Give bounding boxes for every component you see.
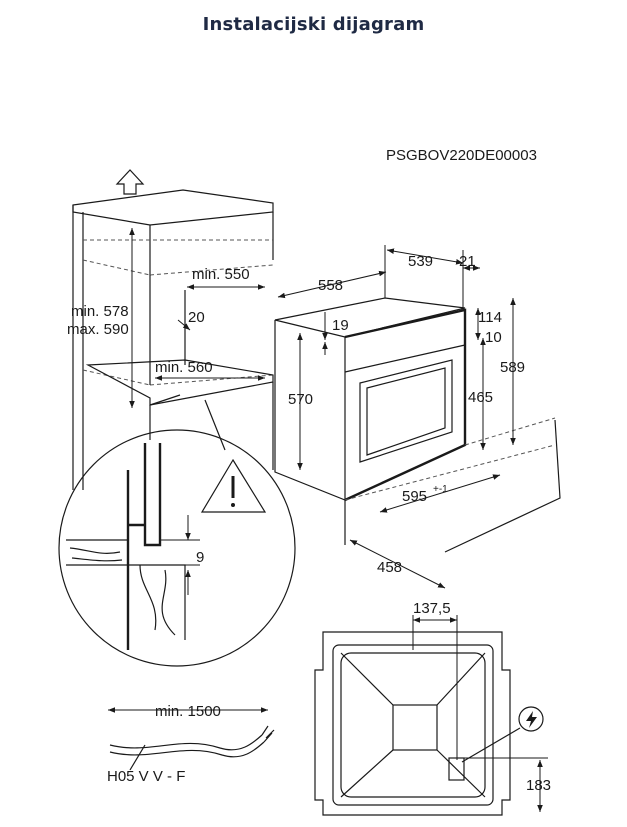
niche-height-max: max. 590	[67, 321, 129, 338]
dim-589: 589	[500, 359, 525, 376]
dim-19: 19	[332, 317, 349, 334]
dim-465: 465	[468, 389, 493, 406]
oven-width: 595	[402, 488, 427, 505]
niche-height-min: min. 578	[71, 303, 129, 320]
panel-21: 21	[459, 253, 476, 270]
dim-10: 10	[485, 329, 502, 346]
gap-20: 20	[188, 309, 205, 326]
front-height: 570	[288, 391, 313, 408]
door-depth: 458	[377, 559, 402, 576]
electric-plug-icon	[518, 706, 544, 732]
dim-183: 183	[526, 777, 551, 794]
detail-callout	[58, 394, 296, 667]
clearance-9: 9	[196, 549, 204, 566]
oven-depth-body: 539	[408, 253, 433, 270]
up-arrow-icon	[115, 169, 145, 195]
warning-triangle-icon	[200, 458, 267, 513]
cable-length: min. 1500	[155, 703, 221, 720]
niche-depth-top: min. 550	[192, 266, 250, 283]
cabinet-niche	[72, 169, 274, 490]
oven-width-tolerance: +-1	[433, 484, 448, 495]
dim-137-5: 137,5	[413, 600, 451, 617]
page-title: Instalacijski dijagram	[202, 14, 425, 35]
cable-type: H05 V V - F	[107, 768, 185, 785]
niche-depth-bottom: min. 560	[155, 359, 213, 376]
power-cable	[108, 707, 275, 771]
dim-114: 114	[478, 309, 502, 326]
oven-depth: 558	[318, 277, 343, 294]
oven-body	[274, 245, 561, 589]
oven-rear-view	[314, 615, 548, 816]
document-code: PSGBOV220DE00003	[386, 147, 537, 164]
